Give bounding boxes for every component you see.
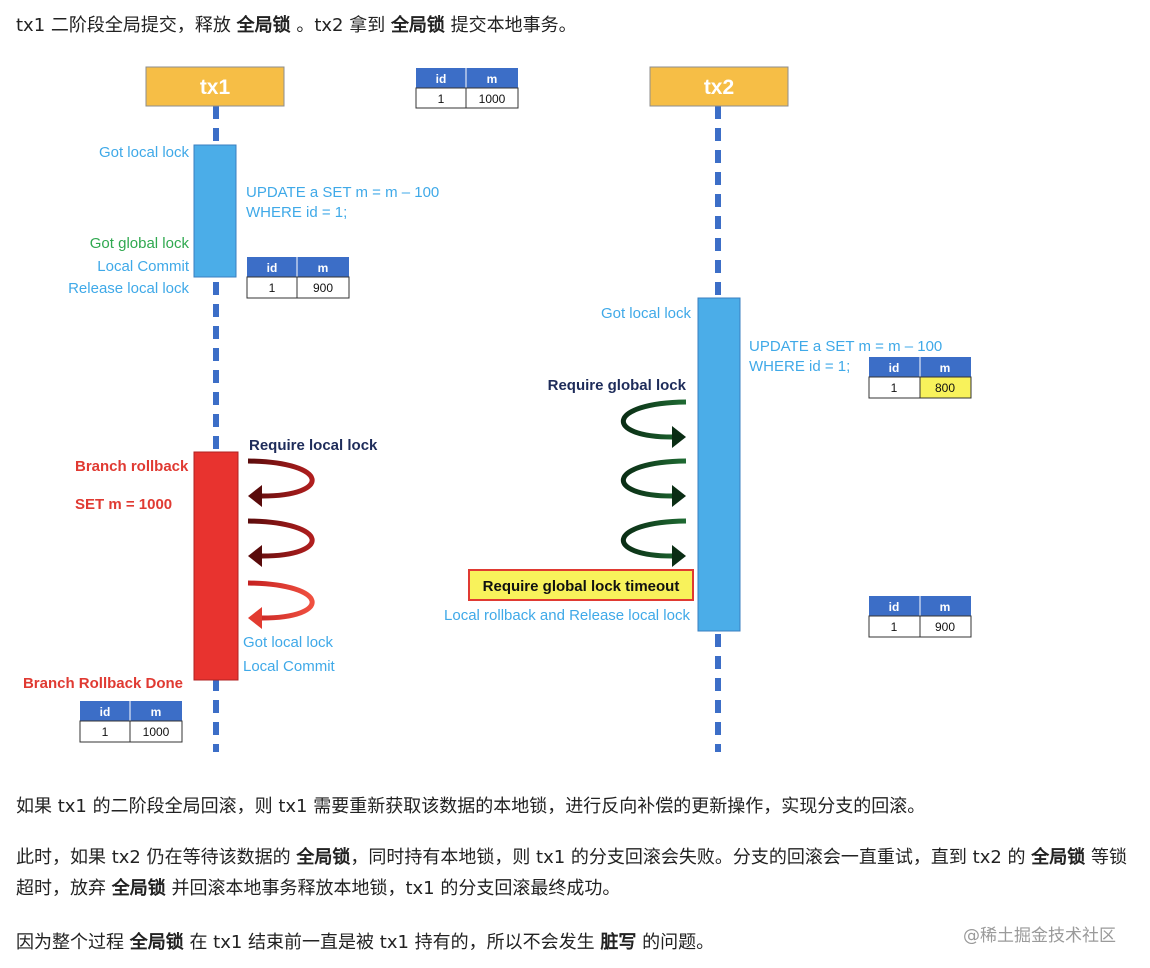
table-final: id m 1 1000	[79, 701, 183, 743]
table-top-col-m: m	[487, 72, 498, 86]
paragraph-2: 此时，如果 tx2 仍在等待该数据的 全局锁，同时持有本地锁，则 tx1 的分支…	[16, 842, 1136, 904]
paragraph-3: 因为整个过程 全局锁 在 tx1 结束前一直是被 tx1 持有的，所以不会发生 …	[16, 927, 916, 958]
intro-text-3: 提交本地事务。	[444, 15, 577, 36]
para2-bold-3: 全局锁	[111, 878, 166, 899]
table-final-col-id: id	[100, 705, 111, 719]
tx2-header-label: tx2	[704, 76, 734, 99]
tx1-local-commit-2: Local Commit	[243, 658, 336, 675]
watermark: @稀土掘金技术社区	[963, 926, 1116, 946]
intro-paragraph: tx1 二阶段全局提交，释放 全局锁 。tx2 拿到 全局锁 提交本地事务。	[16, 10, 1136, 41]
tx2-header: tx2	[649, 66, 789, 107]
table-after-tx1-id: 1	[269, 281, 276, 295]
table-after-tx1: id m 1 900	[246, 257, 350, 299]
table-after-tx2-col-m: m	[940, 361, 951, 375]
table-final-id: 1	[102, 725, 109, 739]
tx2-retry-arrow-1	[621, 399, 687, 448]
table-after-rollback-col-id: id	[889, 600, 900, 614]
intro-bold-2: 全局锁	[390, 15, 445, 36]
tx1-got-local-lock: Got local lock	[99, 144, 190, 161]
table-after-rollback-id: 1	[891, 620, 898, 634]
table-top-col-id: id	[436, 72, 447, 86]
tx2-local-rollback: Local rollback and Release local lock	[444, 607, 690, 624]
tx2-retry-arrow-3	[621, 518, 687, 567]
table-after-rollback-col-m: m	[940, 600, 951, 614]
tx1-local-commit: Local Commit	[97, 258, 190, 275]
table-after-tx2: id m 1 800	[868, 357, 972, 399]
tx1-set-m: SET m = 1000	[75, 496, 172, 513]
tx1-retry-arrow-1	[247, 458, 315, 507]
tx2-sql-line1: UPDATE a SET m = m – 100	[749, 338, 942, 355]
table-after-rollback-m: 900	[935, 620, 955, 634]
tx1-sql-line1: UPDATE a SET m = m – 100	[246, 184, 439, 201]
tx1-got-local-lock-2: Got local lock	[243, 634, 334, 651]
para2-text-1: 此时，如果 tx2 仍在等待该数据的	[16, 847, 297, 868]
tx1-release-local-lock: Release local lock	[68, 280, 189, 297]
tx1-header-label: tx1	[200, 76, 231, 99]
table-after-tx2-col-id: id	[889, 361, 900, 375]
tx1-header: tx1	[145, 66, 285, 107]
para3-text-3: 的问题。	[636, 932, 715, 953]
table-after-tx1-col-id: id	[267, 261, 278, 275]
table-top-m: 1000	[479, 92, 506, 106]
table-after-tx2-id: 1	[891, 381, 898, 395]
intro-text-1: tx1 二阶段全局提交，释放	[16, 15, 237, 36]
sequence-diagram: tx1 tx2 id m 1 1000 id m 1 900 id m 1 80	[23, 66, 972, 752]
tx2-require-global-lock: Require global lock	[548, 377, 687, 394]
tx1-sql-line2: WHERE id = 1;	[246, 204, 347, 221]
tx1-branch-rollback-done: Branch Rollback Done	[23, 675, 183, 692]
para2-text-3: 等锁超时，放弃	[16, 847, 1127, 899]
intro-bold-1: 全局锁	[236, 15, 291, 36]
table-after-tx2-m: 800	[935, 381, 955, 395]
tx2-timeout-text: Require global lock timeout	[483, 578, 680, 595]
tx1-branch-rollback: Branch rollback	[75, 458, 189, 475]
para2-text-4: 并回滚本地事务释放本地锁，tx1 的分支回滚最终成功。	[165, 878, 621, 899]
para3-bold-2: 脏写	[600, 932, 637, 953]
tx1-rollback-box	[193, 451, 239, 681]
tx1-retry-arrow-3	[247, 580, 315, 629]
table-after-tx1-col-m: m	[318, 261, 329, 275]
tx2-sql-line2: WHERE id = 1;	[749, 358, 850, 375]
para2-bold-1: 全局锁	[296, 847, 351, 868]
para2-text-2: ，同时持有本地锁，则 tx1 的分支回滚会失败。分支的回滚会一直重试，直到 tx…	[350, 847, 1032, 868]
para3-text-2: 在 tx1 结束前一直是被 tx1 持有的，所以不会发生	[183, 932, 601, 953]
table-top: id m 1 1000	[415, 68, 519, 109]
table-after-tx1-m: 900	[313, 281, 333, 295]
tx2-retry-arrow-2	[621, 458, 687, 507]
para3-text-1: 因为整个过程	[16, 932, 130, 953]
table-final-m: 1000	[143, 725, 170, 739]
table-top-id: 1	[438, 92, 445, 106]
tx1-require-local-lock: Require local lock	[249, 437, 378, 454]
tx2-update-box	[697, 297, 741, 632]
table-final-col-m: m	[151, 705, 162, 719]
tx1-got-global-lock: Got global lock	[90, 235, 190, 252]
paragraph-1: 如果 tx1 的二阶段全局回滚，则 tx1 需要重新获取该数据的本地锁，进行反向…	[16, 796, 926, 817]
tx2-got-local-lock: Got local lock	[601, 305, 692, 322]
para3-bold-1: 全局锁	[129, 932, 184, 953]
tx1-update-box	[193, 144, 237, 278]
intro-text-2: 。tx2 拿到	[290, 15, 391, 36]
table-after-rollback: id m 1 900	[868, 596, 972, 638]
para2-bold-2: 全局锁	[1031, 847, 1086, 868]
tx1-retry-arrow-2	[247, 518, 315, 567]
tx2-timeout-label: Require global lock timeout	[468, 569, 694, 601]
